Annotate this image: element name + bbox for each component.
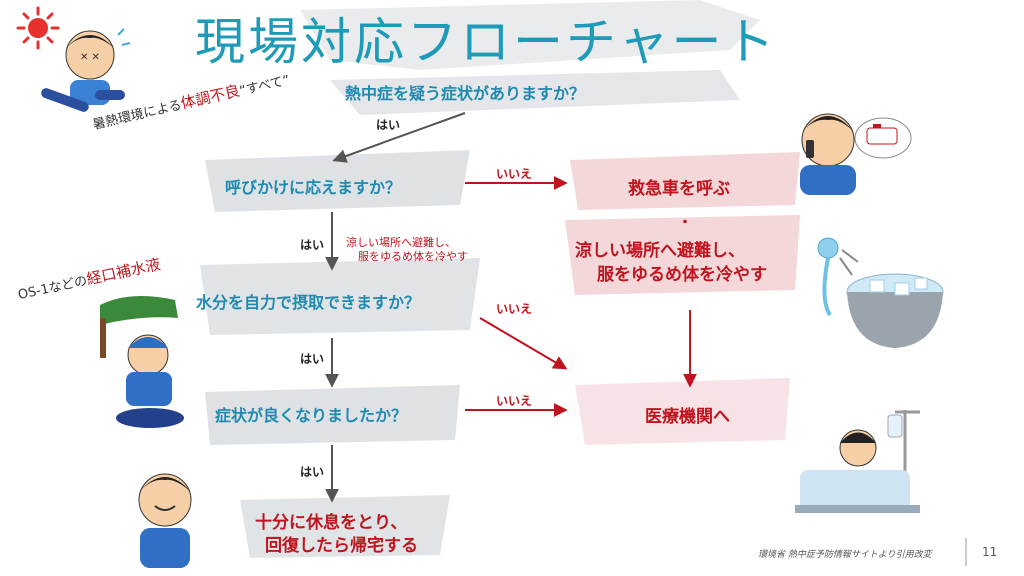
- brush-cool: [565, 215, 800, 295]
- brush-ambulance: [570, 152, 800, 210]
- brush-medical: [575, 378, 790, 445]
- brush-rest: [240, 495, 450, 558]
- arrow-q1-q2: [332, 112, 466, 163]
- sun-icon: [16, 6, 60, 50]
- cooling-note-line-1: 涼しい場所へ避難し、: [346, 236, 456, 249]
- action-cool-line-1: 涼しい場所へ避難し、: [575, 241, 745, 261]
- cooling-note: 涼しい場所へ避難し、 服をゆるめ体を冷やす: [346, 236, 468, 264]
- brush-q4: [205, 385, 460, 445]
- page-number: 11: [982, 545, 998, 559]
- heatstroke-person-icon: ✕ ✕: [41, 28, 131, 112]
- action-rest-line-2: 回復したら帰宅する: [265, 536, 418, 556]
- drinking-person-icon: [100, 296, 184, 428]
- phone-call-person-icon: [800, 113, 912, 195]
- no-label-2: いいえ: [496, 302, 533, 316]
- arrow-q3-medical: [479, 317, 568, 370]
- action-cool-dot: ・: [678, 215, 692, 231]
- no-label-1: いいえ: [496, 167, 533, 181]
- cooling-note-line-2: 服をゆるめ体を冷やす: [358, 250, 468, 263]
- hospital-bed-icon: [795, 410, 920, 513]
- brush-q2: [205, 150, 470, 212]
- action-medical: 医療機関へ: [645, 407, 730, 427]
- no-label-3: いいえ: [496, 394, 533, 408]
- question-2: 呼びかけに応えますか？: [225, 178, 402, 197]
- brush-q3: [200, 258, 480, 335]
- svg-text:✕ ✕: ✕ ✕: [80, 52, 100, 63]
- recovered-person-icon: [138, 473, 192, 568]
- action-cool-line-2: 服をゆるめ体を冷やす: [597, 265, 767, 285]
- yes-label-2: はい: [300, 238, 325, 252]
- source-credit: 環境省 熱中症予防情報サイトより引用改変: [758, 550, 932, 560]
- title-brush: [300, 0, 760, 70]
- action-rest-line-1: 十分に休息をとり、: [255, 513, 408, 533]
- yes-label-1: はい: [376, 118, 401, 132]
- page-title: 現場対応フローチャート: [195, 13, 778, 71]
- yes-label-3: はい: [300, 352, 325, 366]
- brush-q1: [330, 70, 740, 115]
- yes-label-4: はい: [300, 465, 325, 479]
- ice-bowl-icon: [846, 273, 944, 348]
- action-ambulance: 救急車を呼ぶ: [628, 179, 730, 199]
- question-3: 水分を自力で摂取できますか？: [196, 293, 421, 312]
- question-4: 症状が良くなりましたか？: [215, 406, 408, 425]
- shower-icon: [817, 237, 859, 317]
- question-1: 熱中症を疑う症状がありますか？: [345, 84, 586, 103]
